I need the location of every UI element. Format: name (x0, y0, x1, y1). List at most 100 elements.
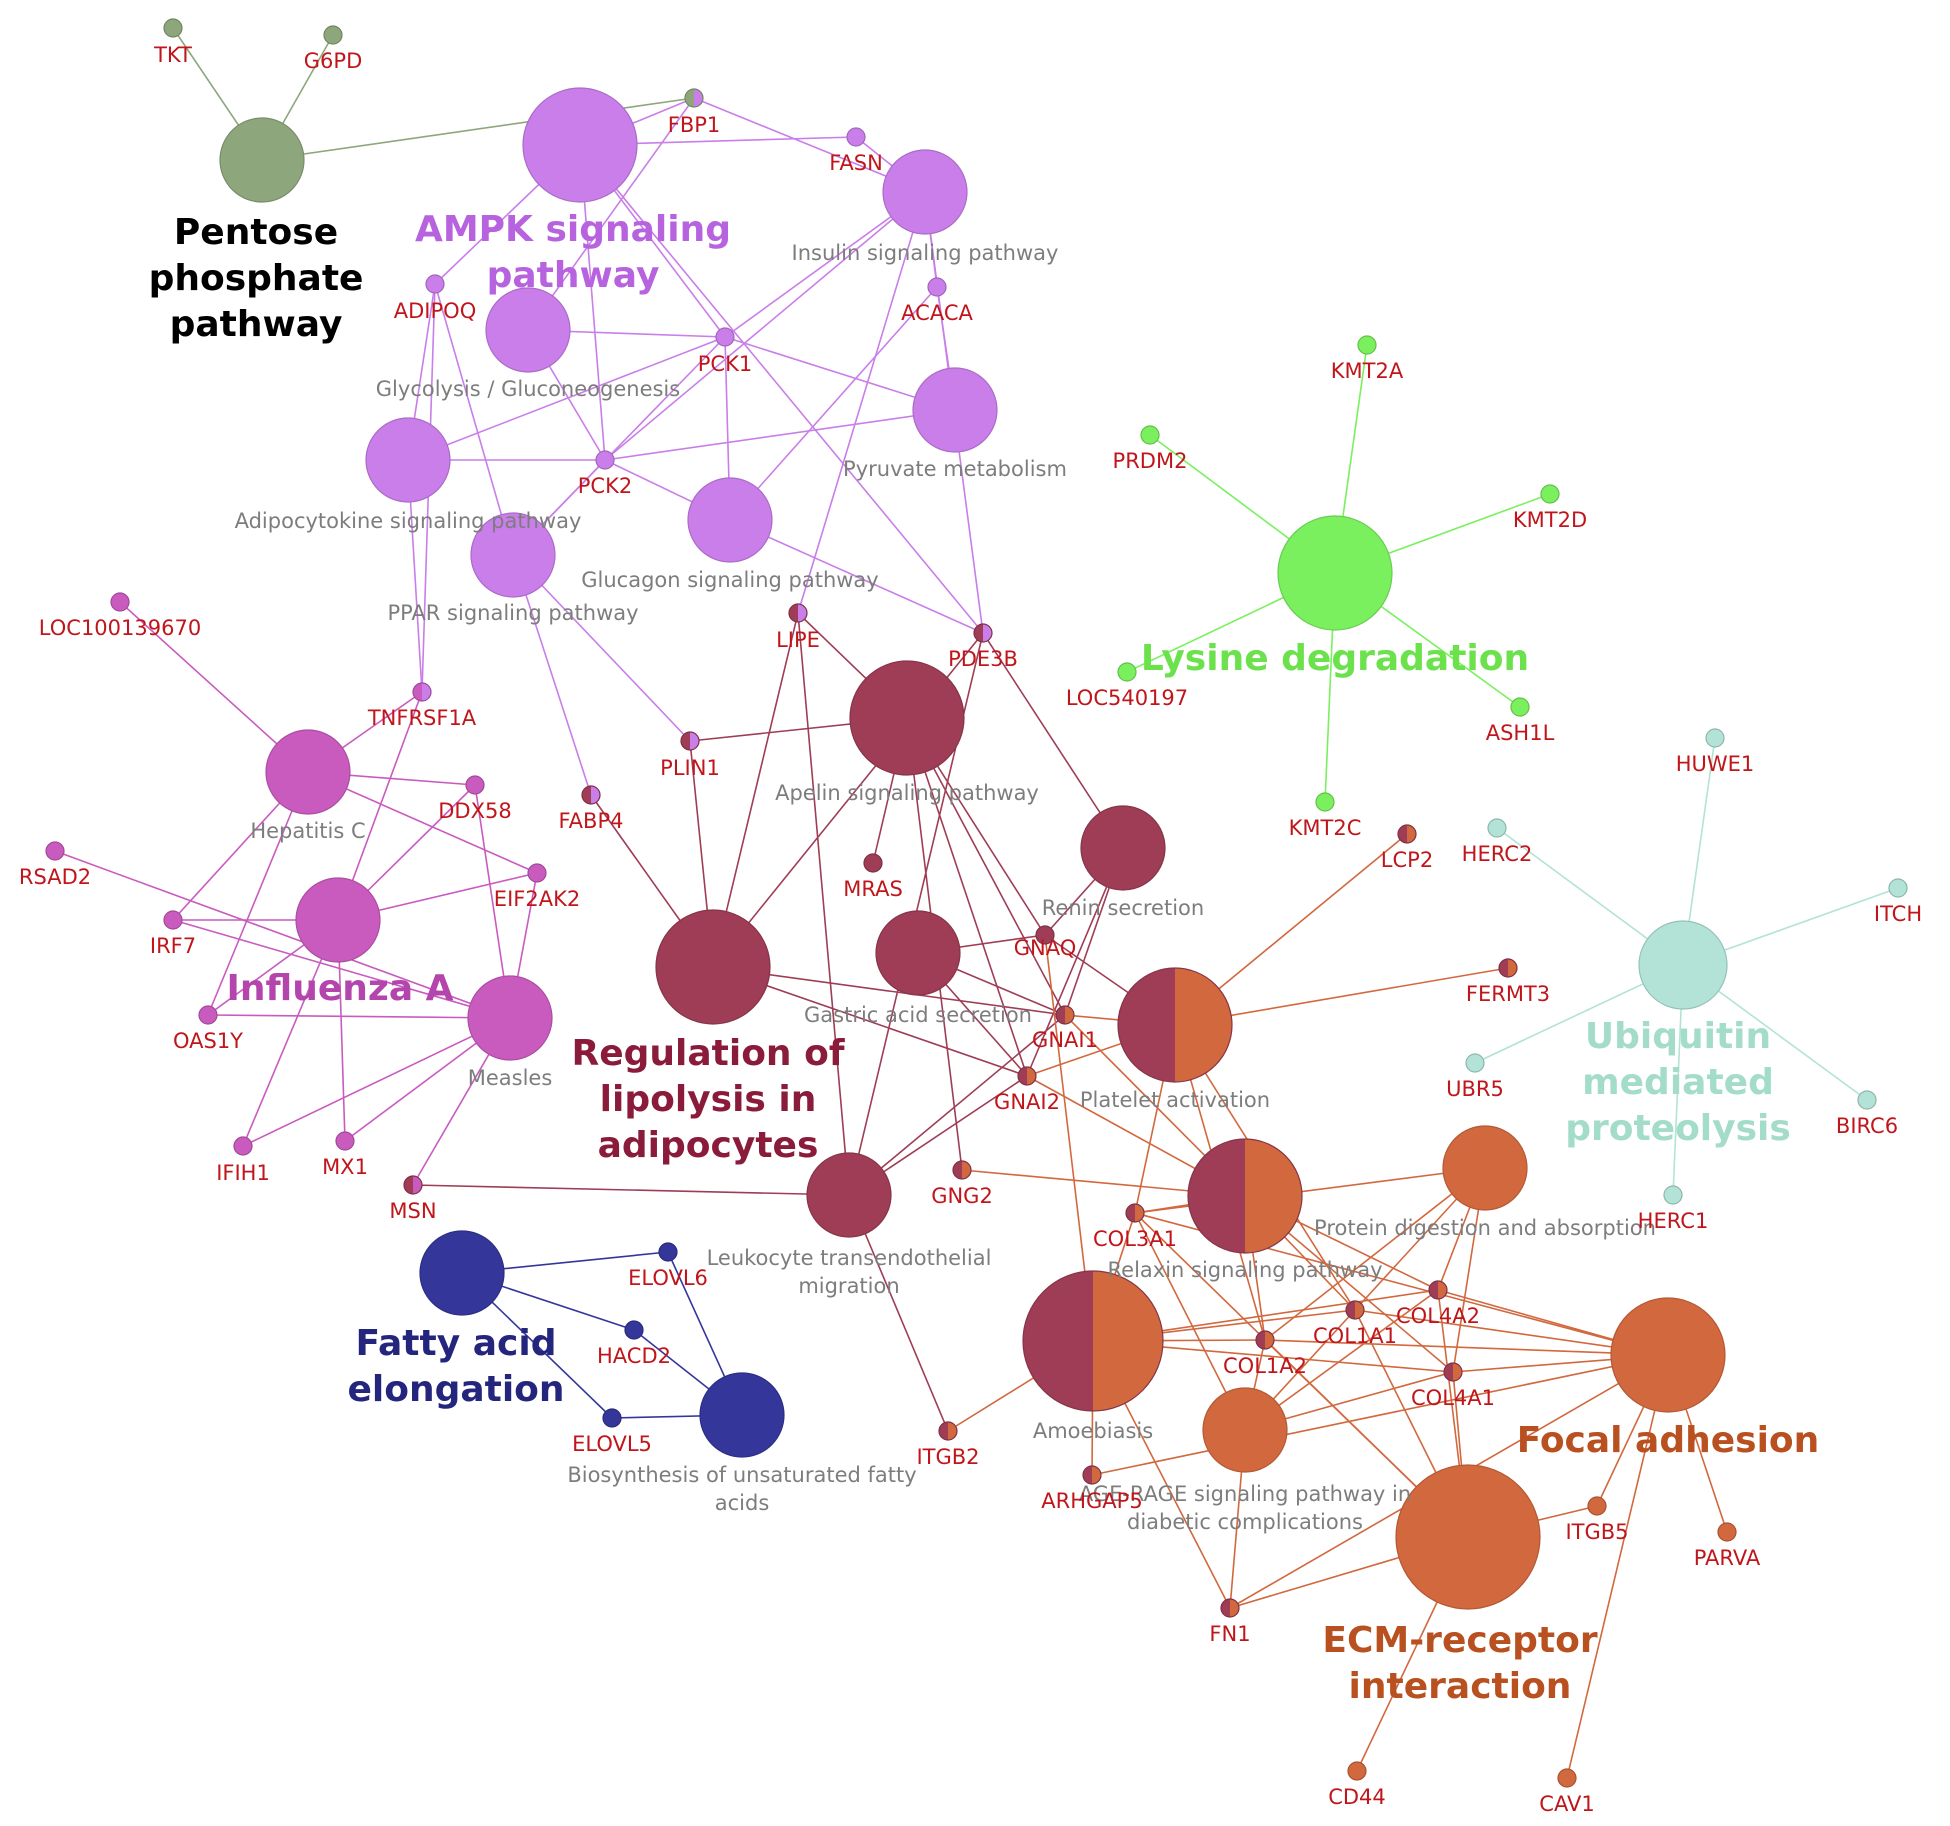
gene-node-col1a2[interactable] (1255, 1330, 1275, 1350)
gene-node-tkt[interactable] (163, 18, 183, 38)
gene-node-oas1y[interactable] (198, 1005, 218, 1025)
term-node-platelet[interactable] (1117, 967, 1233, 1083)
term-node-lysine-term[interactable] (1277, 515, 1393, 631)
gene-node-ubr5[interactable] (1465, 1053, 1485, 1073)
gene-node-gnai1[interactable] (1055, 1005, 1075, 1025)
gene-node-fn1[interactable] (1220, 1598, 1240, 1618)
term-node-ppar[interactable] (470, 512, 556, 598)
term-node-relaxin[interactable] (1187, 1138, 1303, 1254)
gene-node-mras[interactable] (863, 853, 883, 873)
gene-node-fabp4[interactable] (581, 785, 601, 805)
gene-node-eif2ak2[interactable] (527, 863, 547, 883)
gene-node-itgb5[interactable] (1587, 1496, 1607, 1516)
term-node-glucagon[interactable] (687, 477, 773, 563)
gene-node-kmt2d[interactable] (1540, 484, 1560, 504)
gene-node-plin1[interactable] (680, 731, 700, 751)
term-node-lipolysis-term[interactable] (655, 909, 771, 1025)
gene-node-fbp1[interactable] (684, 88, 704, 108)
term-label-amoebiasis: Amoebiasis (1033, 1419, 1153, 1443)
gene-node-itch[interactable] (1888, 878, 1908, 898)
gene-node-birc6[interactable] (1857, 1090, 1877, 1110)
term-node-fatty-term[interactable] (419, 1230, 505, 1316)
term-node-pentose-term[interactable] (219, 117, 305, 203)
gene-node-col1a1[interactable] (1345, 1300, 1365, 1320)
gene-node-elovl5[interactable] (602, 1408, 622, 1428)
term-node-influenza-term[interactable] (295, 877, 381, 963)
term-label-insulin: Insulin signaling pathway (792, 241, 1059, 265)
gene-node-gnaq[interactable] (1035, 925, 1055, 945)
term-node-gastric[interactable] (875, 910, 961, 996)
gene-node-kmt2a[interactable] (1357, 335, 1377, 355)
gene-node-hacd2[interactable] (624, 1320, 644, 1340)
edge-glucagon-acaca (729, 286, 938, 521)
term-node-biosynth[interactable] (699, 1372, 785, 1458)
gene-node-cav1[interactable] (1557, 1768, 1577, 1788)
term-label-platelet: Platelet activation (1080, 1088, 1270, 1112)
gene-node-col4a2[interactable] (1428, 1280, 1448, 1300)
edge-apelin-gnai2 (906, 717, 1028, 1077)
term-node-insulin[interactable] (882, 149, 968, 235)
gene-node-elovl6[interactable] (658, 1242, 678, 1262)
term-node-leukocyte[interactable] (806, 1152, 892, 1238)
term-node-focal-term[interactable] (1610, 1297, 1726, 1413)
gene-node-ifih1[interactable] (233, 1136, 253, 1156)
gene-label-fabp4: FABP4 (559, 809, 624, 833)
gene-label-ubr5: UBR5 (1446, 1077, 1504, 1101)
gene-node-fermt3[interactable] (1498, 958, 1518, 978)
gene-node-itgb2[interactable] (938, 1421, 958, 1441)
gene-node-g6pd[interactable] (323, 25, 343, 45)
gene-node-rsad2[interactable] (45, 841, 65, 861)
term-node-amoebiasis[interactable] (1022, 1270, 1164, 1412)
gene-node-lipe[interactable] (788, 603, 808, 623)
term-node-ampk-term[interactable] (522, 87, 638, 203)
term-node-ubiquitin-term[interactable] (1638, 920, 1728, 1010)
gene-node-kmt2c[interactable] (1315, 792, 1335, 812)
gene-node-herc1[interactable] (1663, 1185, 1683, 1205)
gene-node-fasn[interactable] (846, 127, 866, 147)
gene-node-gng2[interactable] (952, 1160, 972, 1180)
gene-node-mx1[interactable] (335, 1131, 355, 1151)
gene-node-acaca[interactable] (927, 277, 947, 297)
term-node-renin[interactable] (1080, 805, 1166, 891)
gene-label-fasn: FASN (829, 151, 883, 175)
term-node-protein-dig[interactable] (1442, 1125, 1528, 1211)
term-node-adipocytokine[interactable] (365, 417, 451, 503)
gene-label-pck2: PCK2 (578, 474, 632, 498)
gene-node-pck1[interactable] (715, 327, 735, 347)
edge-protein-dig-col1a2 (1264, 1167, 1486, 1341)
gene-node-pde3b[interactable] (973, 623, 993, 643)
term-node-apelin[interactable] (849, 660, 965, 776)
gene-node-loc100139670[interactable] (110, 592, 130, 612)
gene-node-col3a1[interactable] (1125, 1203, 1145, 1223)
edge-hepatitis-oas1y (207, 771, 309, 1016)
term-node-hepatitis[interactable] (265, 729, 351, 815)
term-node-glycolysis[interactable] (485, 287, 571, 373)
gene-node-ash1l[interactable] (1510, 697, 1530, 717)
gene-node-irf7[interactable] (163, 910, 183, 930)
gene-label-gnai2: GNAI2 (994, 1090, 1060, 1114)
gene-node-ddx58[interactable] (465, 775, 485, 795)
gene-node-gnai2[interactable] (1017, 1066, 1037, 1086)
gene-node-col4a1[interactable] (1443, 1362, 1463, 1382)
term-node-ecm-term[interactable] (1395, 1464, 1541, 1610)
term-node-age-rage[interactable] (1202, 1387, 1288, 1473)
gene-node-loc540197[interactable] (1117, 662, 1137, 682)
term-node-pyruvate[interactable] (912, 367, 998, 453)
gene-node-arhgap5[interactable] (1082, 1465, 1102, 1485)
gene-node-tnfrsf1a[interactable] (412, 682, 432, 702)
gene-node-parva[interactable] (1717, 1522, 1737, 1542)
term-label-apelin: Apelin signaling pathway (775, 781, 1039, 805)
gene-node-lcp2[interactable] (1397, 824, 1417, 844)
edge-ppar-plin1 (512, 554, 691, 742)
term-node-measles[interactable] (467, 975, 553, 1061)
gene-node-cd44[interactable] (1347, 1761, 1367, 1781)
gene-node-huwe1[interactable] (1705, 728, 1725, 748)
gene-node-pck2[interactable] (595, 450, 615, 470)
gene-node-adipoq[interactable] (425, 274, 445, 294)
gene-node-msn[interactable] (403, 1175, 423, 1195)
gene-label-ifih1: IFIH1 (216, 1161, 270, 1185)
gene-node-prdm2[interactable] (1140, 425, 1160, 445)
edge-insulin-pck2 (604, 191, 926, 461)
gene-node-herc2[interactable] (1487, 818, 1507, 838)
